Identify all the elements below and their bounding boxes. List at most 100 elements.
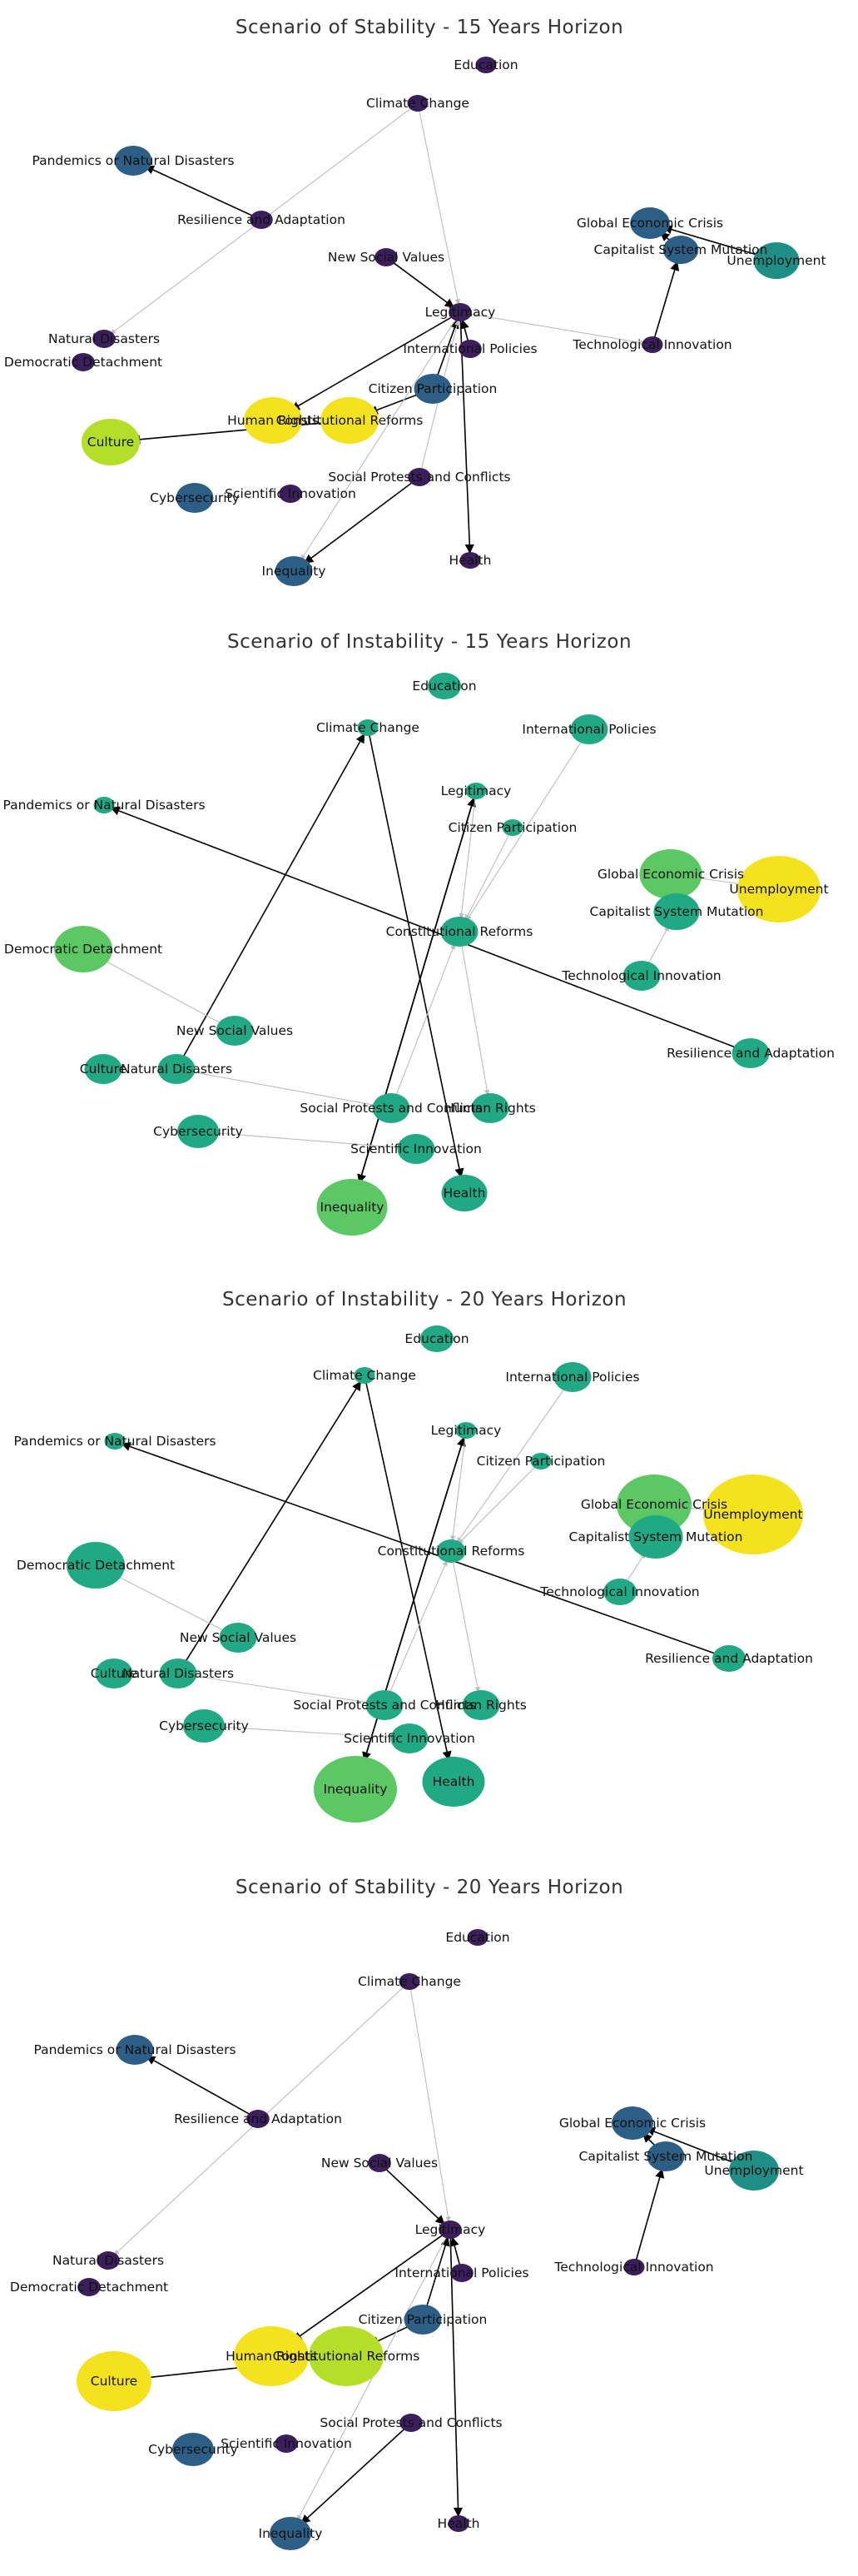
node-label-intl: International Policies (522, 722, 656, 737)
edge-natural-to-climate (182, 1380, 361, 1667)
node-label-health: Health (449, 553, 492, 568)
edge-legitimacy-to-humanrights (290, 314, 456, 411)
node-techinno (623, 2259, 645, 2275)
node-label-intl: International Policies (394, 2265, 528, 2280)
node-protests (399, 2414, 423, 2432)
node-culture (77, 2351, 151, 2411)
node-label-global: Global Economic Crisis (581, 1497, 727, 1512)
node-label-climate: Climate Change (358, 1974, 461, 1989)
node-label-pandemics: Pandemics or Natural Disasters (32, 153, 234, 168)
node-capitalist (653, 893, 700, 930)
edge-techinno-to-capitalist (634, 2168, 665, 2263)
node-global (612, 2106, 653, 2140)
node-natural (159, 1658, 197, 1688)
panel-instability-15: Scenario of Instability - 15 Years Horiz… (2, 631, 835, 1236)
edge-protests-to-inequality (300, 2425, 408, 2524)
node-unemployment (753, 242, 800, 279)
node-label-legitimacy: Legitimacy (431, 1423, 502, 1438)
edge-techinno-to-capitalist (623, 1553, 646, 1586)
edge-climate-to-legitimacy (418, 107, 461, 305)
edge-protests-to-constitutional (387, 1559, 448, 1698)
panel-instability-20: Scenario of Instability - 20 Years Horiz… (13, 1289, 813, 1823)
node-label-democratic: Democratic Detachment (17, 1558, 175, 1573)
node-intl (459, 340, 482, 358)
node-health (422, 1757, 485, 1807)
node-citizen (404, 2305, 442, 2335)
node-label-culture: Culture (91, 1666, 137, 1681)
node-climate (354, 1367, 375, 1384)
edge-constitutional-to-culture (130, 420, 336, 445)
edge-resilience-to-pandemics (144, 165, 257, 218)
node-resilience (246, 2110, 270, 2128)
node-constitutional (309, 2326, 384, 2386)
node-techinno (622, 961, 661, 991)
node-scientific (275, 2434, 298, 2453)
node-inequality (275, 556, 313, 586)
edge-resilience-to-pandemics (146, 2056, 254, 2117)
node-label-natural: Natural Disasters (48, 331, 160, 346)
node-label-legitimacy: Legitimacy (425, 305, 496, 320)
edge-climate-to-health (365, 1380, 452, 1761)
node-label-inequality: Inequality (320, 1200, 384, 1215)
node-label-protests: Social Protests and Conflicts (293, 1698, 475, 1713)
node-newsocial (219, 1623, 257, 1653)
node-label-culture: Culture (91, 2374, 137, 2389)
node-democratic (54, 926, 112, 972)
node-education (428, 673, 461, 699)
edge-layer (101, 732, 750, 1191)
edge-legitimacy-to-inequality (300, 316, 458, 560)
node-label-constitutional: Constitutional Reforms (276, 413, 424, 428)
node-label-culture: Culture (80, 1062, 126, 1077)
node-education (467, 1929, 489, 1946)
node-label-newsocial: New Social Values (328, 250, 444, 265)
node-pandemics (93, 797, 115, 813)
node-health (459, 552, 481, 569)
node-inequality (270, 2517, 311, 2550)
edge-intl-to-constitutional (466, 736, 585, 921)
node-protests (365, 1690, 404, 1720)
panel-stability-15: Scenario of Stability - 15 Years Horizon… (4, 17, 826, 586)
node-label-unemployment: Unemployment (704, 2163, 803, 2178)
node-natural (92, 330, 116, 348)
edge-cyber-to-scientific (213, 1726, 397, 1740)
node-label-climate: Climate Change (316, 720, 419, 735)
node-cyber (172, 2433, 214, 2466)
node-label-constitutional: Constitutional Reforms (386, 924, 533, 939)
edge-citizen-to-constitutional (458, 1464, 538, 1544)
edge-newsocial-to-democratic (101, 958, 227, 1027)
node-citizen (530, 1453, 552, 1470)
node-cyber (176, 483, 214, 513)
node-protests (408, 468, 431, 486)
node-label-humanrights: Human Rights (444, 1101, 536, 1116)
panel-title: Scenario of Instability - 15 Years Horiz… (227, 631, 632, 653)
node-legitimacy (455, 1422, 477, 1439)
edge-resilience-to-pandemics (110, 806, 743, 1051)
node-label-capitalist: Capitalist System Mutation (590, 904, 764, 919)
node-label-global: Global Economic Crisis (598, 867, 744, 882)
edge-natural-to-climate (180, 733, 365, 1062)
node-label-inequality: Inequality (324, 1782, 388, 1797)
node-label-techinno: Technological Innovation (553, 2260, 713, 2275)
edge-techinno-to-capitalist (652, 261, 680, 341)
node-label-protests: Social Protests and Conflicts (320, 2415, 502, 2430)
edge-citizen-to-constitutional (464, 832, 511, 921)
node-label-democratic: Democratic Detachment (4, 942, 162, 957)
edge-newsocial-to-legitimacy (389, 260, 454, 308)
node-label-techinno: Technological Innovation (539, 1584, 699, 1599)
node-intl (570, 714, 608, 744)
edge-protests-to-inequality (304, 480, 416, 564)
node-label-citizen: Citizen Participation (359, 2312, 488, 2327)
node-scientific (397, 1134, 435, 1164)
node-layer (77, 1929, 779, 2550)
node-education (475, 57, 497, 73)
node-capitalist (628, 1515, 683, 1559)
node-label-capitalist: Capitalist System Mutation (579, 2149, 753, 2164)
node-global (617, 1474, 692, 1534)
node-label-inequality: Inequality (259, 2526, 323, 2541)
node-unemployment (703, 1474, 803, 1554)
node-democratic (77, 2278, 101, 2296)
node-layer (72, 57, 800, 586)
node-unemployment (737, 856, 821, 922)
